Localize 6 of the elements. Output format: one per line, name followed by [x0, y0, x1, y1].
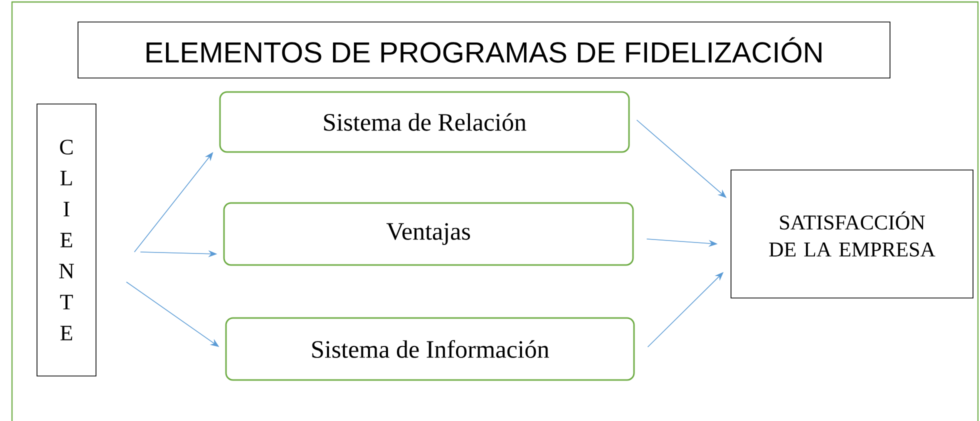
title-box: ELEMENTOS DE PROGRAMAS DE FIDELIZACIÓN [78, 22, 890, 78]
element-box: Sistema de Relación [219, 91, 630, 153]
element-box: Ventajas [223, 202, 634, 266]
element-box: Sistema de Información [225, 317, 635, 381]
client-box: CLIENTE [36, 104, 96, 376]
result-box: SATISFACCIÓN DE LA EMPRESA [730, 170, 974, 298]
